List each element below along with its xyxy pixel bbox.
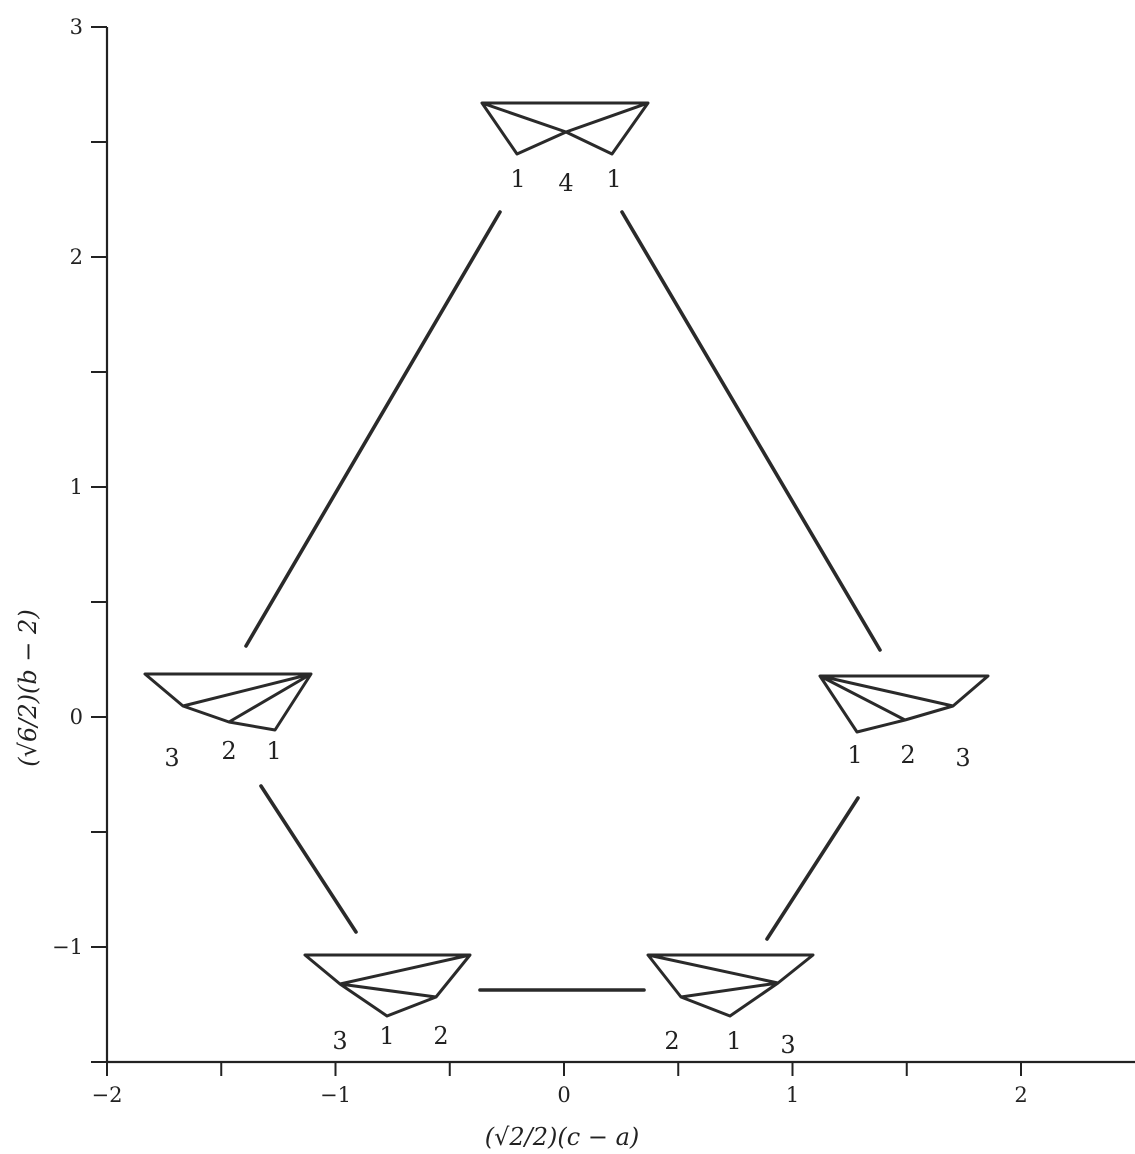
node-bottom-left-label-2: 1: [379, 1022, 394, 1050]
x-tick-label: −1: [320, 1083, 351, 1107]
node-bottom-right: 2 1 3: [646, 953, 815, 1059]
y-axis-title: (√6/2)(b − 2): [14, 609, 42, 766]
node-top-label-3: 1: [606, 165, 621, 193]
y-tick-label: −1: [52, 935, 83, 959]
node-top-label-2: 4: [558, 169, 573, 197]
edge-right-bottom-right: [765, 796, 860, 941]
node-top-figure: [480, 101, 650, 156]
y-tick-label: 2: [70, 245, 83, 269]
edges: [244, 210, 882, 992]
node-top-label-1: 1: [510, 165, 525, 193]
y-tick-label: 3: [70, 15, 83, 39]
node-bottom-right-label-2: 1: [726, 1027, 741, 1055]
y-tick-label: 1: [70, 475, 83, 499]
node-bottom-left-label-1: 3: [332, 1027, 347, 1055]
x-tick-label: −2: [92, 1083, 123, 1107]
y-tick-label: 0: [70, 705, 83, 729]
node-right-label-1: 1: [847, 741, 862, 769]
node-left: 3 2 1: [143, 672, 313, 772]
node-left-label-1: 3: [164, 744, 179, 772]
edge-top-left: [244, 210, 502, 648]
node-right-figure: [818, 674, 990, 734]
node-left-figure: [143, 672, 313, 732]
node-left-label-3: 1: [266, 737, 281, 765]
x-tick-label: 2: [1014, 1083, 1027, 1107]
node-left-label-2: 2: [221, 737, 236, 765]
node-bottom-left-figure: [303, 953, 472, 1018]
node-right-label-2: 2: [900, 741, 915, 769]
node-top: 1 4 1: [480, 101, 650, 197]
node-bottom-left: 3 1 2: [303, 953, 472, 1055]
node-bottom-right-label-1: 2: [664, 1027, 679, 1055]
axes: [105, 27, 1135, 1064]
edge-top-right: [620, 210, 882, 652]
x-tick-label: 1: [786, 1083, 799, 1107]
ticks: [91, 26, 1022, 1076]
node-bottom-left-label-3: 2: [433, 1022, 448, 1050]
x-tick-label: 0: [557, 1083, 570, 1107]
node-bottom-right-label-3: 3: [780, 1031, 795, 1059]
edge-left-bottom-left: [259, 784, 358, 934]
node-right-label-3: 3: [955, 744, 970, 772]
tick-labels: −2 −1 0 1 2 −1 0 1 2 3: [52, 15, 1028, 1107]
x-axis-title: (√2/2)(c − a): [485, 1123, 640, 1151]
node-right: 1 2 3: [818, 674, 990, 772]
node-bottom-right-figure: [646, 953, 815, 1018]
